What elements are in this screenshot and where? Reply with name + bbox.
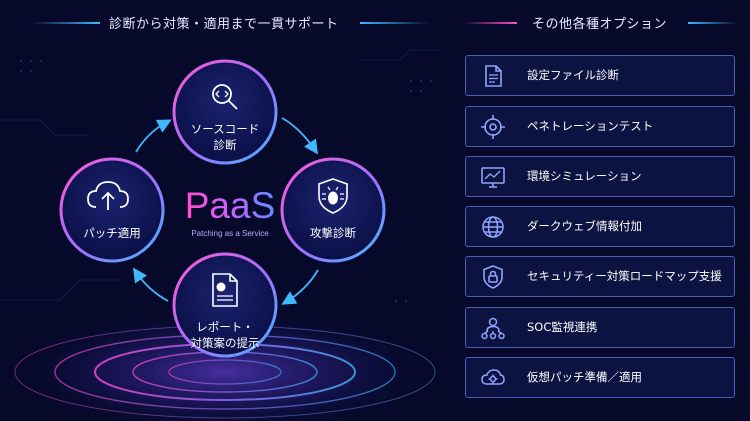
bug-shield-icon	[318, 178, 348, 214]
left-header-line-right	[360, 22, 430, 24]
code-search-icon	[212, 84, 238, 110]
report-icon	[212, 273, 238, 307]
cycle-node-patch	[59, 157, 165, 263]
left-header-line-left	[30, 22, 100, 24]
option-label: ペネトレーションテスト	[527, 119, 654, 133]
lock-shield-icon	[483, 265, 503, 289]
target-icon	[481, 115, 505, 139]
cycle-label-source-code: ソースコード 診断	[190, 122, 260, 152]
cycle-node-report	[172, 252, 278, 358]
right-header-line-left	[462, 22, 517, 24]
document-icon	[485, 65, 502, 87]
cycle-node-attack	[280, 157, 386, 263]
globe-icon	[482, 216, 504, 238]
monitor-chart-icon	[481, 167, 505, 188]
option-label: ダークウェブ情報付加	[527, 219, 642, 233]
arrow-code-to-attack	[281, 117, 319, 155]
cycle-node-source-code	[172, 59, 278, 165]
option-security-roadmap: セキュリティー対策ロードマップ支援	[465, 256, 735, 297]
option-dark-web-info: ダークウェブ情報付加	[465, 206, 735, 247]
option-label: 環境シミュレーション	[527, 169, 642, 183]
option-label: セキュリティー対策ロードマップ支援	[527, 269, 722, 283]
option-config-diagnosis: 設定ファイル診断	[465, 55, 735, 96]
right-section-title: その他各種オプション	[532, 17, 668, 32]
option-penetration-test: ペネトレーションテスト	[465, 106, 735, 147]
cycle-label-attack: 攻撃診断	[310, 226, 356, 240]
cycle-label-report: レポート・ 対策案の提示	[190, 320, 260, 350]
option-label: 設定ファイル診断	[527, 68, 619, 82]
arrow-report-to-patch	[133, 267, 169, 302]
option-virtual-patch: 仮想パッチ準備／適用	[465, 357, 735, 398]
arrow-patch-to-code	[135, 119, 172, 153]
team-network-icon	[481, 317, 505, 340]
right-header-line-right	[688, 22, 738, 24]
option-soc-monitoring: SOC監視連携	[465, 307, 735, 348]
option-label: SOC監視連携	[527, 320, 598, 334]
cycle-label-patch: パッチ適用	[83, 226, 141, 240]
cloud-gear-icon	[481, 369, 505, 385]
option-label: 仮想パッチ準備／適用	[527, 370, 642, 384]
paas-subtitle: Patching as a Service	[191, 229, 269, 238]
arrow-attack-to-report	[281, 269, 319, 305]
cloud-upload-icon	[87, 181, 129, 210]
option-environment-simulation: 環境シミュレーション	[465, 156, 735, 197]
paas-title: PaaS	[184, 185, 276, 226]
left-section-title: 診断から対策・適用まで一貫サポート	[109, 17, 339, 32]
